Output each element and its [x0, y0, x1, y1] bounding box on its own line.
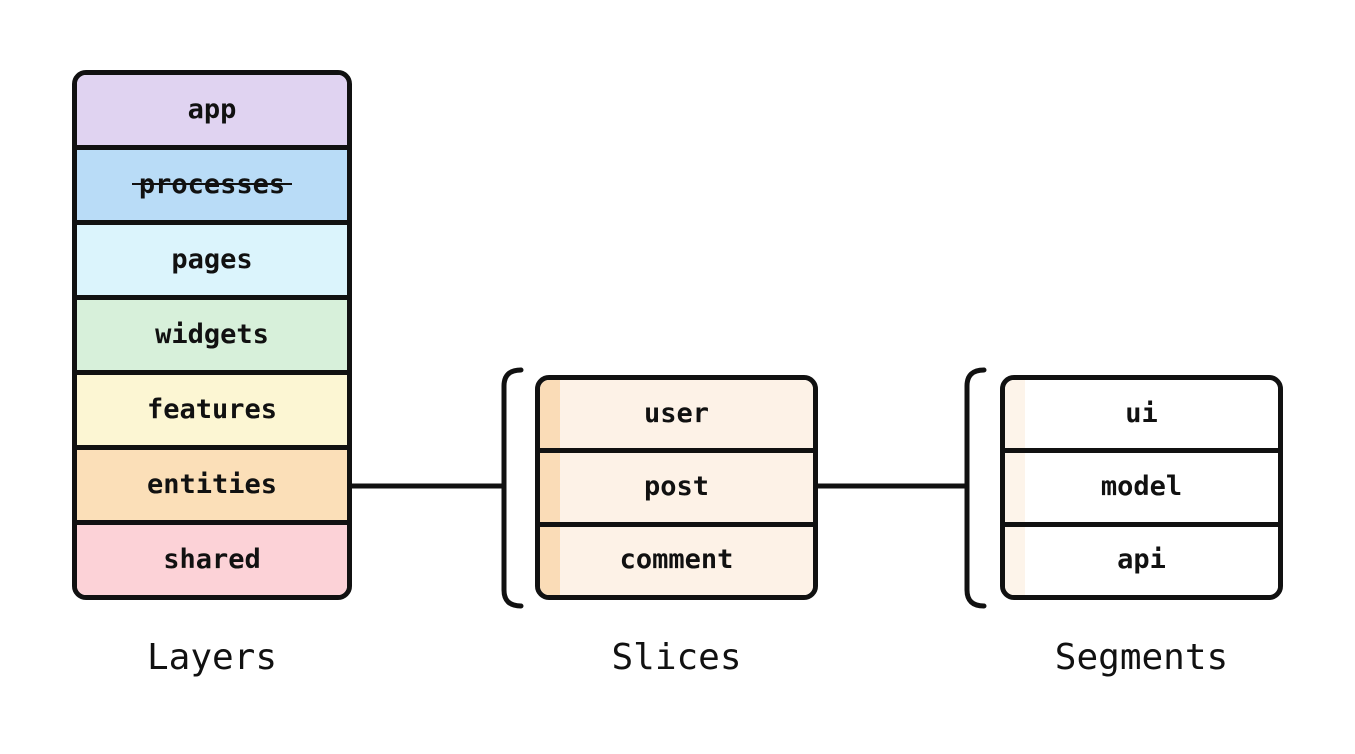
segments-stack: ui model api: [1000, 375, 1283, 600]
slices-caption: Slices: [611, 637, 742, 678]
layer-row-features: features: [77, 370, 347, 445]
layer-row-processes: processes: [77, 145, 347, 220]
slice-label-comment: comment: [619, 544, 734, 576]
layer-row-app: app: [77, 75, 347, 145]
segment-label-api: api: [1117, 544, 1166, 576]
segments-caption: Segments: [1054, 637, 1229, 678]
segment-label-model: model: [1100, 470, 1183, 502]
layer-row-entities: entities: [77, 445, 347, 520]
layer-label-entities: entities: [146, 468, 278, 500]
layer-label-app: app: [187, 93, 237, 125]
segment-row-api: api: [1005, 521, 1278, 595]
layer-label-pages: pages: [171, 243, 253, 275]
segment-label-ui: ui: [1125, 397, 1158, 429]
layer-row-widgets: widgets: [77, 295, 347, 370]
layer-row-pages: pages: [77, 220, 347, 295]
slice-row-comment: comment: [540, 521, 813, 595]
layer-label-widgets: widgets: [155, 318, 269, 350]
segment-row-ui: ui: [1005, 380, 1278, 449]
layer-row-shared: shared: [77, 520, 347, 595]
layers-stack: app processes pages widgets features ent…: [72, 70, 352, 600]
segments-group-bracket: [964, 367, 987, 609]
slice-label-user: user: [643, 397, 710, 429]
segment-row-model: model: [1005, 448, 1278, 522]
slices-stack: user post comment: [535, 375, 818, 600]
slice-row-user: user: [540, 380, 813, 449]
layers-caption: Layers: [146, 637, 278, 678]
slices-group-bracket: [501, 367, 524, 609]
layer-label-features: features: [146, 393, 278, 425]
layer-label-processes: processes: [131, 168, 293, 200]
slice-row-post: post: [540, 448, 813, 522]
layer-label-shared: shared: [163, 543, 261, 575]
slice-label-post: post: [643, 470, 710, 502]
